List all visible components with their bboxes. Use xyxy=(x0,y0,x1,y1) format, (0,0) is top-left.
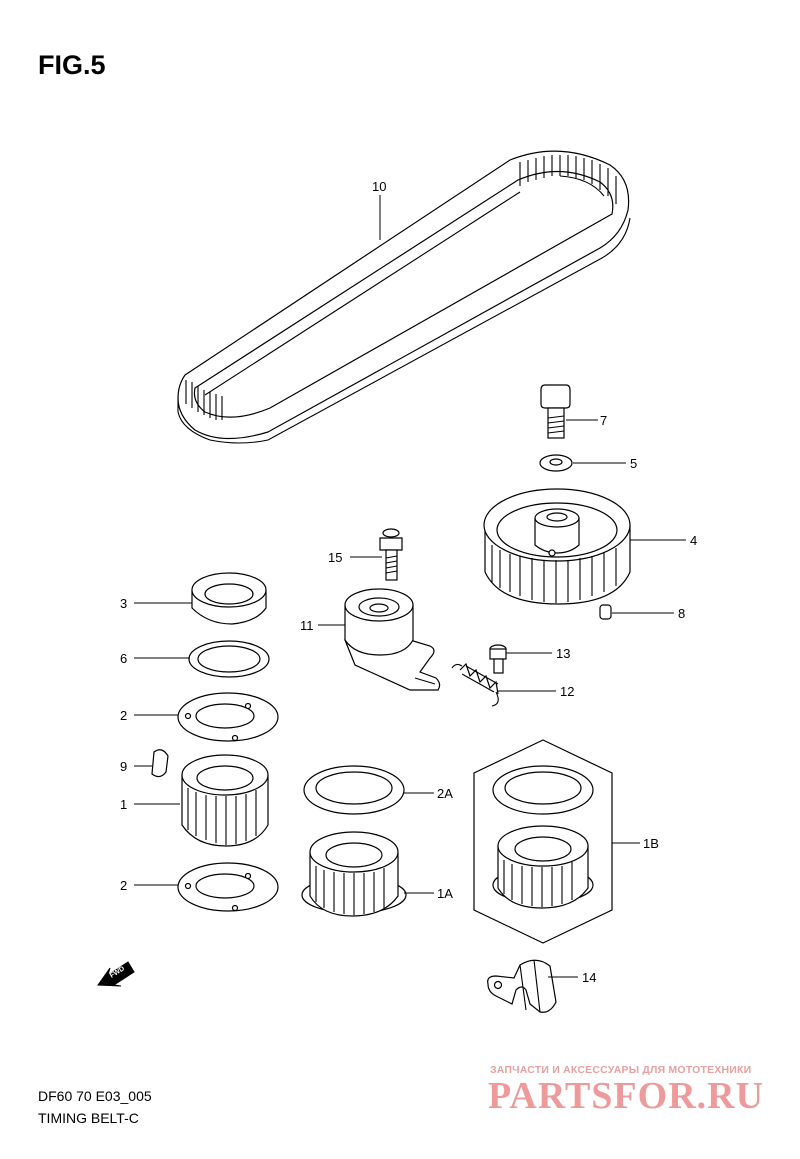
pin-part-8[interactable] xyxy=(599,604,612,620)
callout-6: 6 xyxy=(120,651,127,666)
key-part-9[interactable] xyxy=(151,749,169,778)
callout-1A: 1A xyxy=(437,886,453,901)
diagram-name: TIMING BELT-C xyxy=(38,1110,139,1126)
watermark-brand: PARTSFOR.RU xyxy=(488,1075,765,1117)
washer-part-5[interactable] xyxy=(539,454,573,472)
callout-2A: 2A xyxy=(437,786,453,801)
callout-1B: 1B xyxy=(643,836,659,851)
callout-3: 3 xyxy=(120,596,127,611)
callout-15: 15 xyxy=(328,550,342,565)
callout-1: 1 xyxy=(120,797,127,812)
tensioner-part-11[interactable] xyxy=(344,588,441,691)
spring-part-12[interactable] xyxy=(451,662,499,707)
pulley-set-part-1B[interactable] xyxy=(473,739,613,944)
fwd-arrow-icon: FWD xyxy=(97,961,135,987)
timing-belt-part-10[interactable] xyxy=(177,150,631,444)
seal-part-3[interactable] xyxy=(191,572,267,625)
clamp-part-14[interactable] xyxy=(487,959,557,1013)
callout-2-upper: 2 xyxy=(120,708,127,723)
callout-4: 4 xyxy=(690,533,697,548)
callout-8: 8 xyxy=(678,606,685,621)
callout-12: 12 xyxy=(560,684,574,699)
diagram-code: DF60 70 E03_005 xyxy=(38,1088,152,1104)
figure-title: FIG.5 xyxy=(38,50,106,80)
watermark-subtitle: ЗАПЧАСТИ И АКСЕССУАРЫ ДЛЯ МОТОТЕХНИКИ xyxy=(490,1064,752,1076)
callout-11: 11 xyxy=(300,618,314,633)
pulley-part-1[interactable] xyxy=(181,754,269,847)
washer-part-6[interactable] xyxy=(188,640,270,678)
callout-13: 13 xyxy=(556,646,570,661)
callout-14: 14 xyxy=(582,970,596,985)
pulley-part-1A[interactable] xyxy=(301,831,407,917)
callout-9: 9 xyxy=(120,759,127,774)
callout-10: 10 xyxy=(372,179,386,194)
bolt-part-7[interactable] xyxy=(540,384,571,439)
callout-2-lower: 2 xyxy=(120,878,127,893)
flange-part-2-lower[interactable] xyxy=(177,862,279,912)
stud-part-13[interactable] xyxy=(489,644,507,674)
callout-5: 5 xyxy=(630,456,637,471)
pulley-part-4[interactable] xyxy=(483,488,631,605)
flange-part-2-upper[interactable] xyxy=(177,692,279,742)
flange-part-2A[interactable] xyxy=(303,765,405,815)
callout-7: 7 xyxy=(600,413,607,428)
bolt-part-15[interactable] xyxy=(379,528,403,581)
